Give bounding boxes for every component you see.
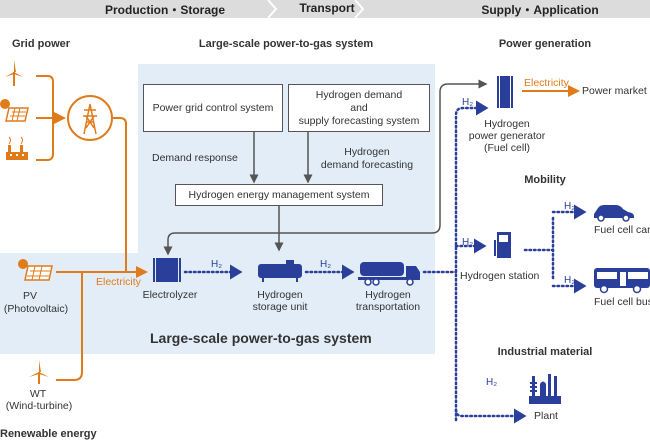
hydrogen-truck-icon — [358, 262, 420, 286]
power-generation-title: Power generation — [498, 38, 592, 50]
plant-icon — [529, 374, 561, 404]
demand-response-label: Demand response — [152, 152, 238, 164]
stage-production-storage: Production・Storage — [104, 3, 225, 17]
grid-power-title: Grid power — [11, 38, 71, 50]
solar-panel-icon — [0, 99, 29, 122]
wt-sublabel: (Wind-turbine) — [5, 400, 73, 412]
h2-forecast-line1: Hydrogen demand — [315, 88, 403, 101]
hems-label: Hydrogen energy management system — [188, 188, 370, 201]
transmission-tower-icon — [83, 103, 97, 135]
generator-label-3: (Fuel cell) — [483, 142, 531, 154]
wt-icon — [29, 360, 49, 384]
stage-transport: Transport — [299, 1, 355, 15]
generator-label-1: Hydrogen — [484, 118, 530, 130]
h2-label-3: H₂ — [462, 97, 474, 108]
stage-header-bar — [0, 0, 650, 18]
h2-forecast-line3: supply forecasting system — [298, 114, 420, 127]
wind-turbine-icon — [5, 60, 23, 86]
h2-demand-forecasting-label2: demand forecasting — [320, 159, 414, 171]
plant-label: Plant — [534, 410, 558, 422]
p2g-title-top: Large-scale power-to-gas system — [198, 38, 374, 50]
storage-label-2: storage unit — [252, 301, 308, 313]
wt-label: WT — [29, 388, 47, 400]
fuel-cell-car-icon — [594, 205, 634, 222]
h2-label-2: H₂ — [320, 259, 332, 270]
pv-icon — [18, 259, 53, 281]
storage-tank-icon — [258, 260, 302, 282]
industrial-title: Industrial material — [497, 346, 593, 358]
hydrogen-station-label: Hydrogen station — [460, 270, 540, 282]
electricity-label-left: Electricity — [96, 276, 141, 288]
pv-label: PV — [22, 290, 37, 302]
thermal-plant-icon — [6, 136, 28, 160]
p2g-title-bottom: Large-scale power-to-gas system — [150, 330, 372, 346]
power-grid-control-label: Power grid control system — [152, 101, 274, 114]
transport-label-1: Hydrogen — [365, 289, 411, 301]
electrolyzer-label: Electrolyzer — [142, 289, 198, 301]
h2-label-7: H₂ — [486, 377, 498, 388]
transport-label-2: transportation — [355, 301, 421, 313]
fuel-cell-icon — [497, 76, 513, 108]
mobility-title: Mobility — [524, 174, 566, 186]
hems-box: Hydrogen energy management system — [175, 184, 383, 206]
fuel-cell-bus-icon — [594, 268, 650, 294]
renewable-energy-title: Renewable energy — [0, 428, 97, 440]
h2-demand-forecasting-label1: Hydrogen — [344, 146, 390, 158]
generator-label-2: power generator — [468, 130, 546, 142]
h2-label-1: H₂ — [211, 259, 223, 270]
fuel-cell-car-label: Fuel cell car — [594, 224, 650, 236]
fuel-cell-bus-label: Fuel cell bus — [594, 296, 650, 308]
h2-label-4: H₂ — [462, 237, 474, 248]
h2-label-5: H₂ — [564, 201, 576, 212]
storage-label-1: Hydrogen — [257, 289, 303, 301]
pv-sublabel: (Photovoltaic) — [3, 303, 69, 315]
stage-supply-application: Supply・Application — [481, 3, 599, 17]
electrolyzer-icon — [153, 258, 181, 282]
h2-label-6: H₂ — [564, 275, 576, 286]
h2-forecasting-box: Hydrogen demand and supply forecasting s… — [288, 84, 430, 132]
power-market-label: Power market — [582, 85, 647, 97]
h2-forecast-line2: and — [350, 101, 368, 114]
electricity-label-right: Electricity — [524, 77, 569, 89]
hydrogen-station-icon — [494, 232, 511, 258]
power-grid-control-box: Power grid control system — [143, 84, 283, 132]
